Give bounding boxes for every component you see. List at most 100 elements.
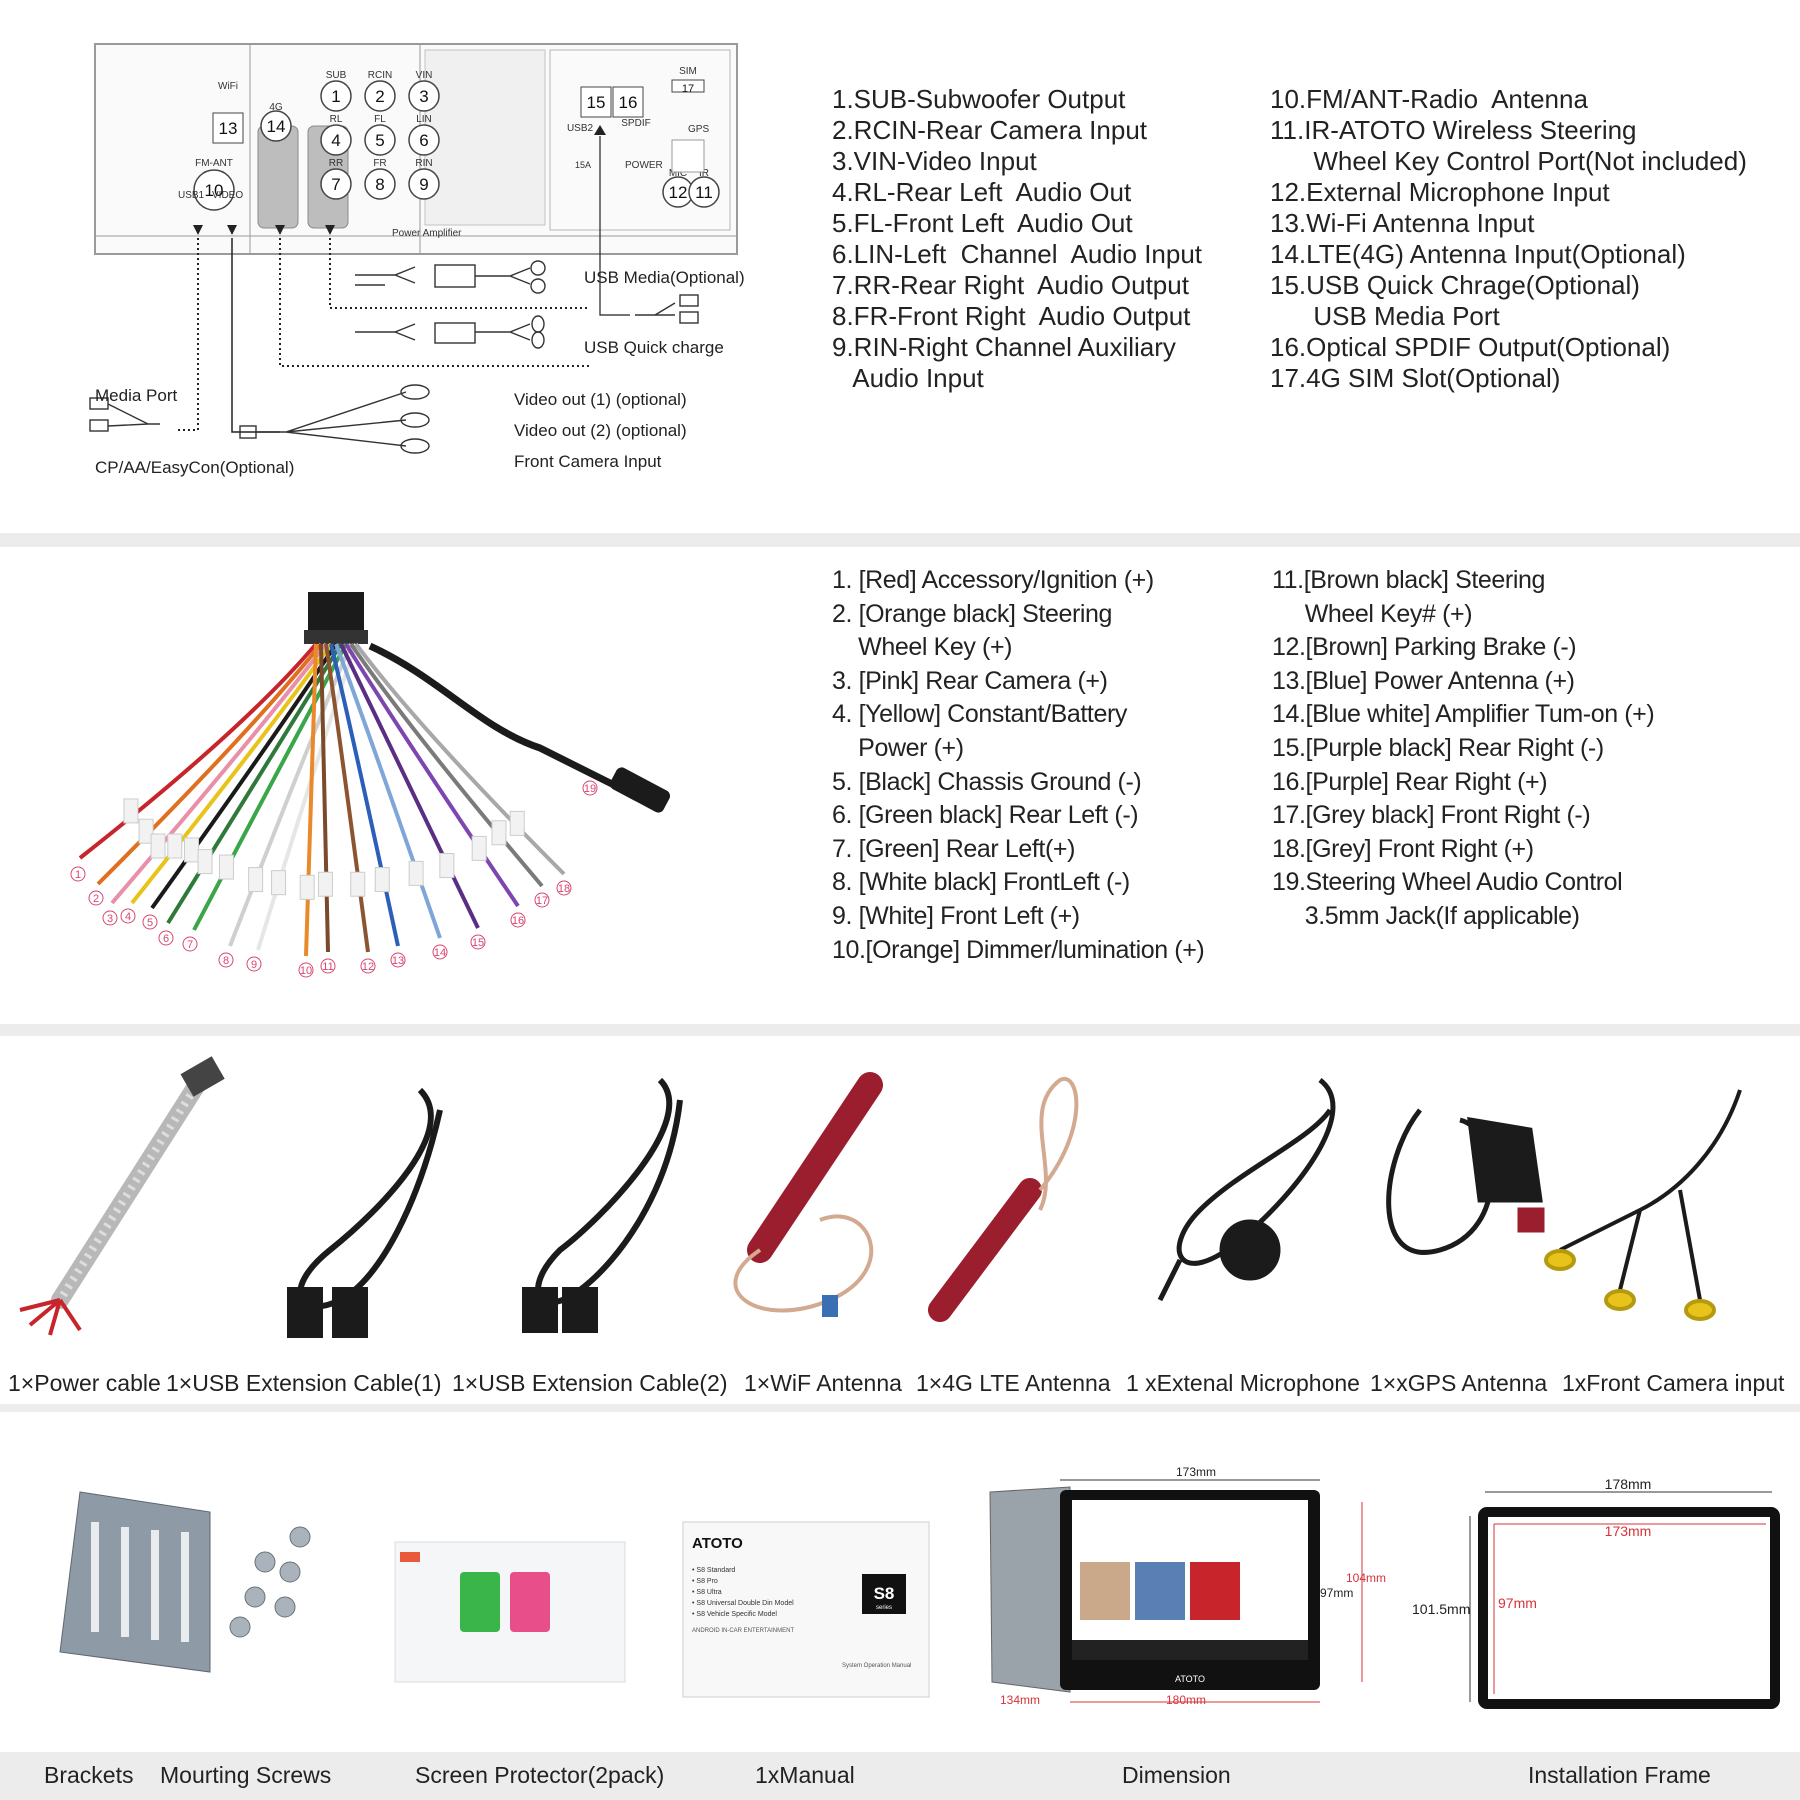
port-label-15: USB2 [567,123,594,134]
port-label-1: SUB [326,70,347,81]
port-7: 7 [320,168,352,200]
port-legend-item: 3.VIN-Video Input [832,146,1037,176]
power-amplifier-label: Power Amplifier [392,228,462,239]
accessory-label: 1×Power cable [8,1370,161,1396]
port-number-1: 1 [331,87,340,106]
accessory-label: 1×WiF Antenna [744,1370,902,1396]
port-legend-item: 8.FR-Front Right Audio Output [832,301,1191,331]
installation-frame-icon: 178mm 173mm 101.5mm 97mm [1412,1476,1780,1709]
usb-quick-charge-callout: USB Quick charge [584,338,724,357]
harness-wire [344,642,520,908]
port-label-14: 4G [269,102,283,113]
dim-depth: 134mm [1000,1693,1040,1707]
port-number-3: 3 [419,87,428,106]
port-number-6: 6 [419,131,428,150]
bottom-label: 1xManual [755,1762,855,1788]
harness-marker-ring [102,910,118,926]
wire-legend-item: 19.Steering Wheel Audio Control [1272,868,1623,897]
harness-marker-3: 3 [107,913,113,925]
wire-legend-right: 11.[Brown black] Steering Wheel Key# (+)… [1272,564,1655,934]
port-11: 11 [688,176,720,208]
frame-inner-h: 97mm [1498,1595,1537,1611]
harness-marker-1: 1 [75,869,81,881]
head-unit-dimension-icon: ATOTO 173mm 104mm 97mm 180mm 134mm [989,1465,1386,1707]
port-legend-item: Wheel Key Control Port(Not included) [1270,146,1747,176]
port-6: 6 [408,124,440,156]
wire-legend-item: 8. [White black] FrontLeft (-) [832,868,1130,897]
video-label: VIDEO [212,190,243,201]
manual-badge-sub: series [876,1605,892,1611]
harness-marker-ring [432,944,448,960]
port-number-15: 15 [587,93,606,112]
harness-wire [319,643,330,953]
harness-marker-14: 14 [434,947,446,959]
dim-width: 180mm [1166,1693,1206,1707]
port-17: 17 [671,79,705,95]
divider-1 [0,533,1800,547]
wire-legend-left: 1. [Red] Accessory/Ignition (+)2. [Orang… [832,564,1205,967]
port-number-4: 4 [331,131,340,150]
media-port-callout: Media Port [95,386,178,405]
port-label-10: FM-ANT [195,158,233,169]
manual-badge: S8 [874,1584,895,1603]
port-number-12: 12 [669,183,688,202]
port-label-2: RCIN [368,70,392,81]
divider-3 [0,1404,1800,1412]
wire-legend-item: 6. [Green black] Rear Left (-) [832,801,1139,830]
port-label-7: RR [329,158,343,169]
bottom-label: Mourting Screws [160,1762,332,1788]
bottom-label: Dimension [1122,1762,1231,1788]
wire-legend-item: 2. [Orange black] Steering [832,599,1113,628]
wire-legend-item: 4. [Yellow] Constant/Battery [832,700,1127,729]
screws-icon [229,1526,311,1638]
dim-top: 173mm [1176,1465,1216,1479]
video-out-1-callout: Video out (1) (optional) [514,390,687,409]
harness-marker-ring [510,912,526,928]
wire-legend-item: 9. [White] Front Left (+) [832,901,1080,930]
harness-wires [78,642,566,957]
harness-marker-ring [246,956,262,972]
harness-marker-6: 6 [163,933,169,945]
port-number-5: 5 [375,131,384,150]
harness-marker-ring [390,952,406,968]
port-number-10: 10 [205,181,224,200]
harness-marker-ring [88,890,104,906]
port-15: 15 [580,86,612,118]
port-legend-item: 6.LIN-Left Channel Audio Input [832,239,1203,269]
wire-legend-item: 10.[Orange] Dimmer/lumination (+) [832,935,1205,964]
wire-legend-item: 3. [Pink] Rear Camera (+) [832,666,1108,695]
harness-marker-19: 19 [584,783,596,795]
dim-height-outer: 104mm [1346,1571,1386,1585]
wifi-antenna-icon [733,1072,883,1317]
manual-footer: System Operation Manual [842,1663,911,1669]
port-label-4: RL [330,114,343,125]
harness-connector [308,592,364,634]
port-legend-item: 15.USB Quick Chrage(Optional) [1270,270,1640,300]
port-legend-item: USB Media Port [1270,301,1500,331]
wire-legend-item: 12.[Brown] Parking Brake (-) [1272,633,1577,662]
port-9: 9 [408,168,440,200]
divider-2 [0,1024,1800,1036]
harness-marker-ring [470,934,486,950]
harness-marker-2: 2 [93,893,99,905]
harness-marker-5: 5 [147,917,153,929]
usb-cable-2-icon [522,1077,683,1333]
port-16: 16 [612,86,644,118]
port-number-14: 14 [267,117,286,136]
port-14: 14 [260,110,292,142]
port-10: 10 [193,169,235,211]
harness-marker-18: 18 [558,883,570,895]
harness-wire [110,642,328,905]
manual-model: • S8 Standard [692,1567,735,1574]
audio-jack [368,642,622,792]
wire-legend-item: Power (+) [832,733,964,762]
lte-antenna-icon [928,1076,1079,1322]
bottom-illustrations: ATOTO • S8 Standard• S8 Pro• S8 Ultra• S… [59,1465,1780,1709]
bottom-section: ATOTO • S8 Standard• S8 Pro• S8 Ultra• S… [0,1412,1800,1800]
bottom-label: Screen Protector(2pack) [415,1762,665,1788]
wire-legend-item: 16.[Purple] Rear Right (+) [1272,767,1548,796]
manual-model: • S8 Universal Double Din Model [692,1600,794,1607]
